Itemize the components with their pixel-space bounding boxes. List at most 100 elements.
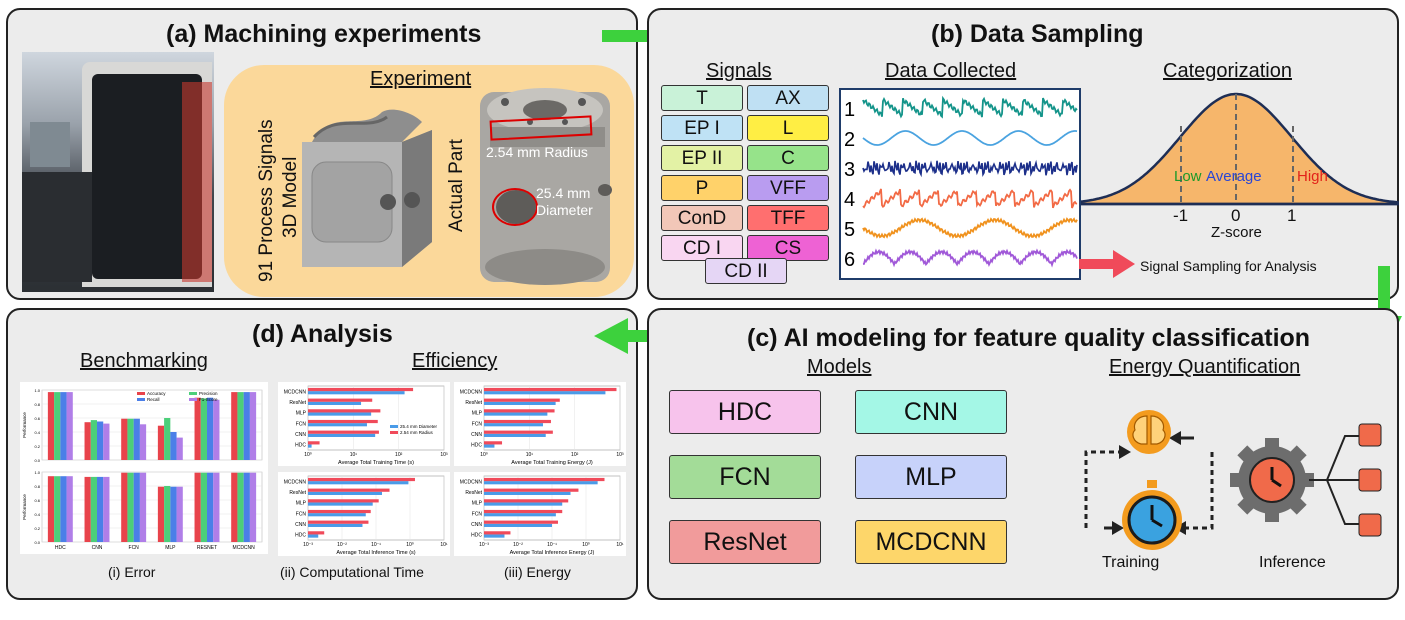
bench-ytick: 1.0 xyxy=(34,470,40,475)
models-heading: Models xyxy=(807,356,872,378)
bench-ytick: 0.6 xyxy=(34,416,40,421)
eff-bar xyxy=(308,488,390,492)
signal-ax: AX xyxy=(747,85,829,111)
eff-category-label: FCN xyxy=(472,421,483,427)
eff-bar xyxy=(484,398,560,402)
categorization-heading: Categorization xyxy=(1163,60,1292,82)
low-label: Low xyxy=(1174,168,1202,185)
panel-ai-modeling: (c) AI modeling for feature quality clas… xyxy=(647,308,1399,600)
bench-bar xyxy=(103,476,110,542)
eff-category-label: MCDCNN xyxy=(284,479,307,485)
bench-ytick: 1.0 xyxy=(34,388,40,393)
bench-bar xyxy=(194,397,201,460)
caption-time: (ii) Computational Time xyxy=(280,564,424,580)
bench-ytick: 0.8 xyxy=(34,484,40,489)
eff-bar xyxy=(308,412,372,416)
signal-c: C xyxy=(747,145,829,171)
bench-legend-label: Accuracy xyxy=(147,391,166,396)
eff-category-label: MLP xyxy=(472,501,483,507)
eff-bar xyxy=(308,444,312,448)
eff-xtick: 10⁰ xyxy=(304,452,312,458)
eff-plot-area xyxy=(483,385,621,451)
average-label: Average xyxy=(1206,168,1262,185)
eff-bar xyxy=(308,523,363,527)
bench-bar xyxy=(200,398,207,460)
eff-xtick: 10¹ xyxy=(350,452,358,458)
bench-xtick: RESNET xyxy=(197,545,217,551)
inference-gear-icon xyxy=(1230,423,1382,537)
part-label: Actual Part xyxy=(446,139,467,232)
bench-bar xyxy=(237,392,244,460)
eff-bar xyxy=(484,412,548,416)
eff-category-label: MLP xyxy=(472,411,483,417)
bench-bar xyxy=(84,422,91,460)
bench-bar xyxy=(157,425,165,460)
high-label: High xyxy=(1297,168,1328,185)
eff-xlabel: Average Total Inference Energy (J) xyxy=(510,550,595,556)
bench-bar xyxy=(97,421,104,460)
eff-legend-label: 25.4 mm Diameter xyxy=(400,424,438,429)
caption-energy: (iii) Energy xyxy=(504,564,571,580)
model-fcn: FCN xyxy=(669,455,821,499)
eff-xtick: 10¹ xyxy=(526,452,534,458)
eff-bar xyxy=(308,477,415,482)
signal-ep-i: EP I xyxy=(661,115,743,141)
eff-bar xyxy=(484,523,552,527)
bench-bar xyxy=(237,472,244,542)
eff-category-label: ResNet xyxy=(289,400,306,406)
model-resnet: ResNet xyxy=(669,520,821,564)
bench-bar xyxy=(157,486,165,542)
bench-legend-label: F1-Score xyxy=(199,397,218,402)
eff-category-label: CNN xyxy=(295,432,306,438)
signal-cd-i: CD I xyxy=(661,235,743,261)
eff-bar xyxy=(484,513,556,517)
eff-category-label: HDC xyxy=(295,443,306,449)
trace-number: 4 xyxy=(844,189,855,211)
bench-ytick: 0.2 xyxy=(34,444,40,449)
bench-legend-swatch xyxy=(137,392,145,395)
signal-trace xyxy=(862,248,1078,268)
eff-bar xyxy=(484,509,563,514)
signal-vff: VFF xyxy=(747,175,829,201)
bench-ytick: 0.4 xyxy=(34,430,40,435)
bench-bar xyxy=(249,392,257,460)
eff-bar xyxy=(484,433,546,437)
eff-xtick: 10⁰ xyxy=(480,452,488,458)
trace-number: 5 xyxy=(844,219,855,241)
eff-legend-swatch xyxy=(390,425,398,428)
trace-number: 6 xyxy=(844,249,855,271)
signal-ep-ii: EP II xyxy=(661,145,743,171)
eff-plot-area xyxy=(307,385,445,451)
bench-bar xyxy=(60,476,67,542)
eff-category-label: ResNet xyxy=(465,400,482,406)
bench-ytick: 0.6 xyxy=(34,498,40,503)
sampling-arrow-icon xyxy=(1079,250,1135,278)
bench-ylabel: Performance xyxy=(22,494,27,520)
bench-xtick: MCDCNN xyxy=(233,545,256,551)
bench-bar xyxy=(176,437,183,460)
eff-bar xyxy=(484,419,551,424)
bench-ytick: 0.4 xyxy=(34,512,40,517)
eff-bar xyxy=(308,509,371,514)
eff-xlabel: Average Total Training Energy (J) xyxy=(511,460,593,466)
eff-category-label: HDC xyxy=(471,533,482,539)
bench-bar xyxy=(54,476,61,542)
eff-bar xyxy=(308,430,379,434)
model-mlp: MLP xyxy=(855,455,1007,499)
radius-label: 2.54 mm Radius xyxy=(486,144,588,160)
bench-bar xyxy=(66,476,73,542)
eff-bar xyxy=(484,477,605,482)
eff-bar xyxy=(308,520,369,524)
bench-bar xyxy=(194,472,201,542)
experiment-heading: Experiment xyxy=(370,68,472,90)
eff-category-label: HDC xyxy=(471,443,482,449)
eff-category-label: FCN xyxy=(472,511,483,517)
eff-bar xyxy=(308,387,414,392)
bench-bar xyxy=(84,476,91,542)
panel-c-title: (c) AI modeling for feature quality clas… xyxy=(747,324,1311,352)
eff-bar xyxy=(308,409,381,413)
eff-bar xyxy=(484,409,555,413)
diameter-label: 25.4 mm Diameter xyxy=(536,185,593,218)
eff-bar xyxy=(484,481,598,485)
